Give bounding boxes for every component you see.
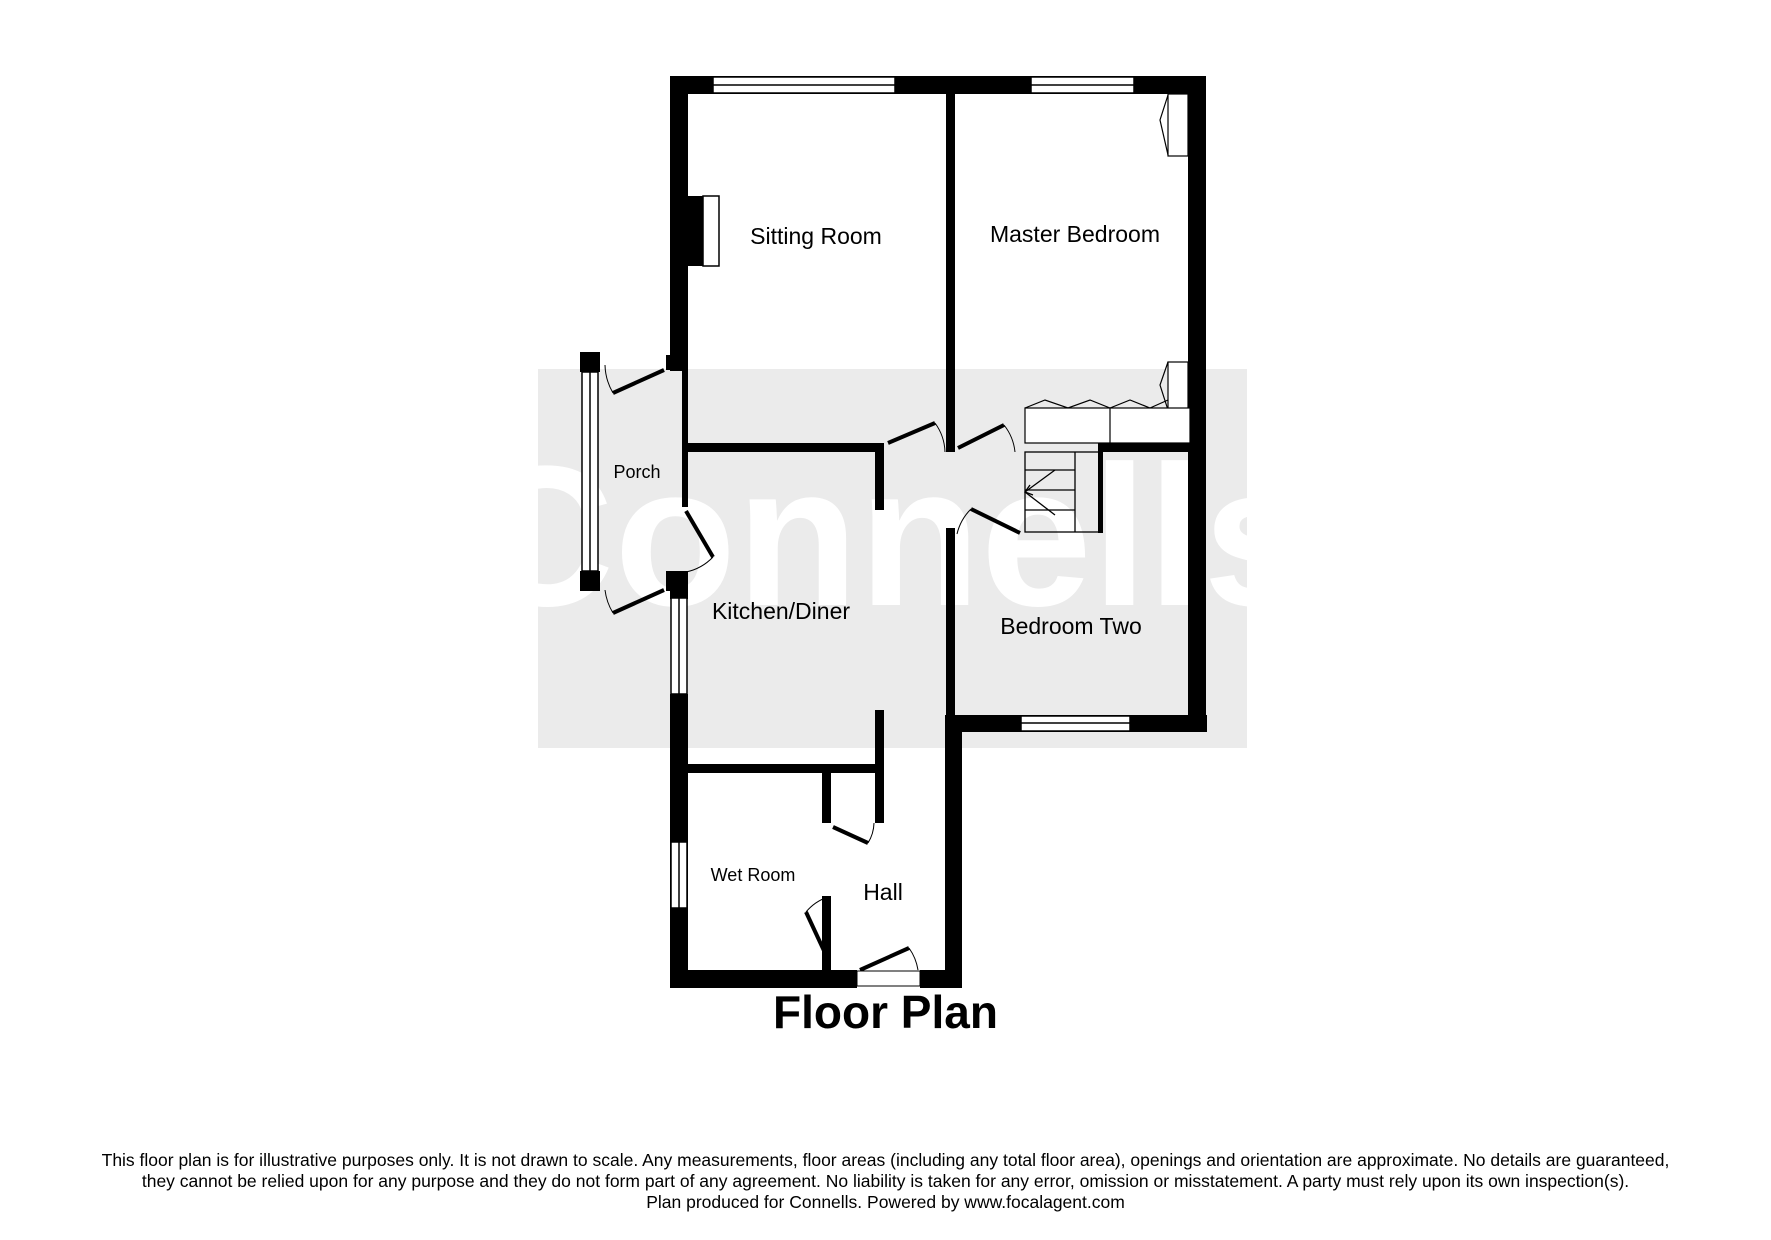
wall-master-bottom-right	[1098, 443, 1190, 452]
wall-cupboard-left	[822, 773, 831, 823]
wall-left-upper	[670, 76, 688, 371]
door-porch-bottom	[604, 588, 665, 615]
wall-sitting-bottom	[688, 443, 884, 452]
window-wet-room	[670, 841, 688, 909]
disclaimer-line-1: This floor plan is for illustrative purp…	[101, 1150, 1670, 1170]
label-master-bedroom: Master Bedroom	[990, 221, 1160, 247]
walls	[580, 76, 1207, 988]
wall-hall-right	[945, 730, 962, 988]
wall-kitchen-stub-bottom	[875, 710, 884, 774]
label-sitting-room: Sitting Room	[750, 223, 882, 249]
wall-kitchen-stub-top	[875, 443, 884, 510]
stairs	[1023, 451, 1101, 533]
wall-porch-top-left	[580, 352, 600, 372]
disclaimer-line-2: they cannot be relied upon for any purpo…	[141, 1171, 1630, 1191]
door-bedroom-two	[956, 507, 1021, 535]
wall-porch-bottom-left	[580, 571, 600, 591]
door-kitchen-porch	[684, 509, 715, 573]
wall-sitting-master-divider	[946, 94, 955, 452]
wardrobe-top	[1167, 93, 1189, 157]
wardrobe-bottom	[1024, 407, 1191, 444]
window-bedroom-two	[1020, 715, 1131, 732]
label-hall: Hall	[863, 879, 903, 905]
disclaimer-line-3: Plan produced for Connells. Powered by w…	[646, 1192, 1125, 1212]
label-bedroom-two: Bedroom Two	[1000, 613, 1141, 639]
window-sitting-room	[712, 76, 896, 94]
wall-porch-joint-right	[682, 355, 688, 370]
wall-right	[1188, 76, 1206, 732]
label-kitchen-diner: Kitchen/Diner	[712, 598, 850, 624]
windows	[581, 76, 1135, 909]
fireplace	[688, 195, 720, 267]
window-porch	[581, 371, 599, 572]
wardrobes	[1024, 93, 1191, 444]
wall-bedroom2-left	[946, 528, 955, 718]
door-cupboard	[832, 822, 875, 845]
label-wet-room: Wet Room	[711, 865, 796, 885]
window-kitchen	[670, 597, 688, 695]
wall-left-mid-1	[682, 370, 688, 507]
window-master-bedroom	[1030, 76, 1135, 94]
wall-left-bottom	[670, 908, 688, 986]
wall-bottom-left	[670, 970, 857, 988]
watermark-text: Connells	[470, 425, 1315, 648]
door-master-bedroom	[957, 423, 1016, 453]
wall-wetroom-top	[688, 764, 884, 773]
wall-wetroom-right	[822, 896, 831, 972]
door-wet-room	[804, 896, 829, 956]
door-sitting-room	[887, 421, 946, 453]
door-porch-top	[604, 364, 665, 395]
disclaimer: This floor plan is for illustrative purp…	[30, 1150, 1741, 1213]
plan-title: Floor Plan	[773, 986, 998, 1038]
door-front	[856, 946, 921, 987]
wall-left-mid-2	[670, 571, 688, 599]
wall-porch-top-right	[666, 355, 684, 370]
doors	[604, 364, 1021, 987]
label-porch: Porch	[613, 462, 660, 482]
wall-cupboard-right	[875, 773, 884, 823]
wardrobe-side	[1167, 361, 1189, 413]
